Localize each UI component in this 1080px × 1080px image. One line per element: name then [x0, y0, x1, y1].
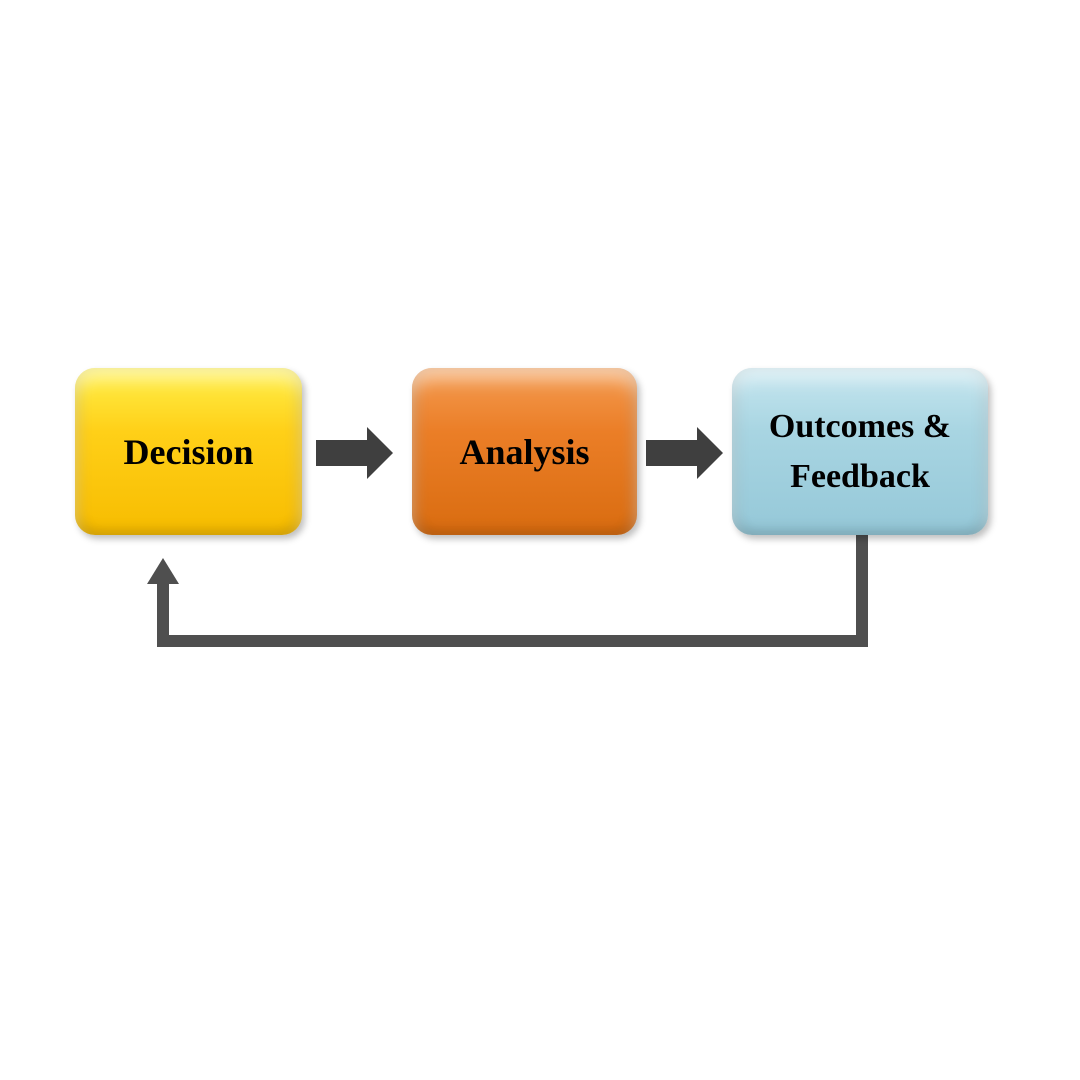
node-outcomes-feedback-label-line2: Feedback [790, 457, 930, 495]
block-arrow-decision-to-analysis-icon [316, 427, 393, 479]
feedback-loop-line [157, 533, 868, 647]
node-analysis: Analysis [412, 368, 637, 535]
block-arrow-analysis-to-outcomes-icon [646, 427, 723, 479]
node-decision-label: Decision [123, 431, 254, 472]
feedback-loop-arrowhead-icon [147, 558, 179, 584]
node-outcomes-feedback-label-line1: Outcomes & [768, 408, 952, 446]
node-outcomes-feedback: Outcomes & Feedback [732, 368, 988, 535]
node-analysis-label: Analysis [459, 431, 590, 472]
node-decision: Decision [75, 368, 302, 535]
node-outcomes-feedback-label: Outcomes & Feedback [761, 402, 959, 501]
